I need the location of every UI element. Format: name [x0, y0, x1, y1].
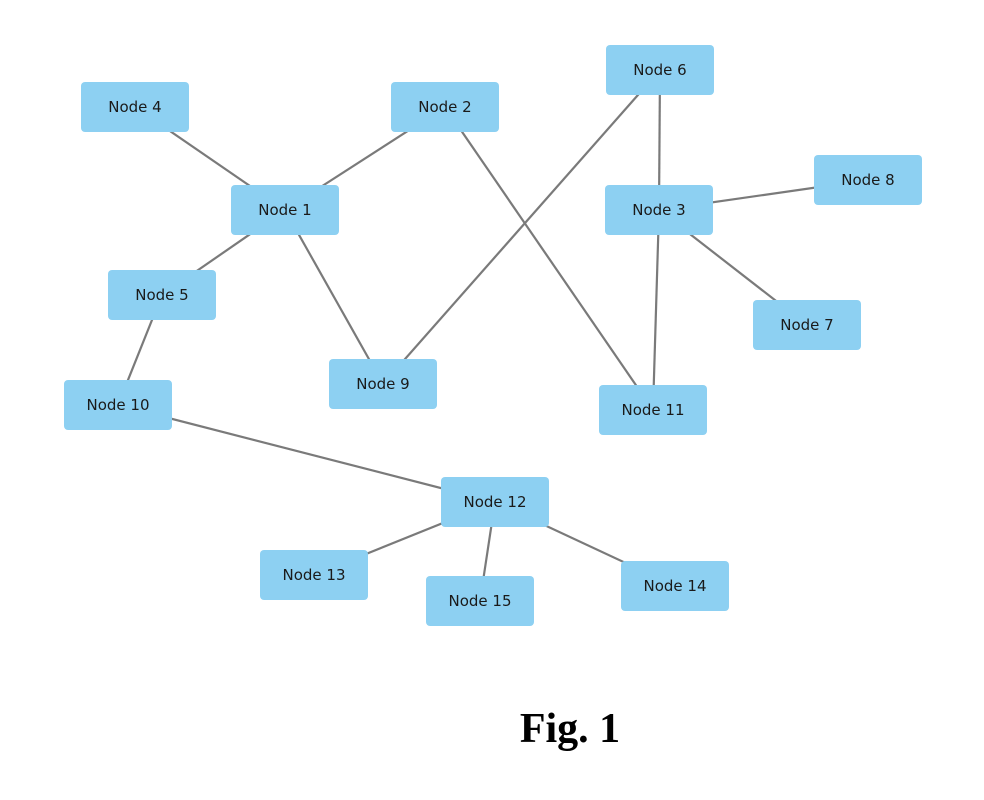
figure-caption: Fig. 1 [519, 706, 621, 752]
node-2: Node 2 [391, 82, 499, 132]
node-7: Node 7 [753, 300, 861, 350]
edge-n10-n12 [117, 403, 496, 504]
node-label: Node 14 [643, 577, 706, 595]
edge-n2-n11 [444, 106, 654, 411]
node-11: Node 11 [599, 385, 707, 435]
node-label: Node 7 [780, 316, 833, 334]
node-label: Node 12 [463, 493, 526, 511]
node-label: Node 8 [841, 171, 894, 189]
node-13: Node 13 [260, 550, 368, 600]
edge-n3-n11 [651, 209, 661, 411]
node-label: Node 15 [448, 592, 511, 610]
node-14: Node 14 [621, 561, 729, 611]
node-box [426, 576, 534, 626]
node-3: Node 3 [605, 185, 713, 235]
node-8: Node 8 [814, 155, 922, 205]
node-box [606, 45, 714, 95]
edge-n6-n9 [382, 69, 661, 385]
node-label: Node 5 [135, 286, 188, 304]
node-label: Node 4 [108, 98, 161, 116]
node-label: Node 3 [632, 201, 685, 219]
node-4: Node 4 [81, 82, 189, 132]
node-box [231, 185, 339, 235]
node-label: Node 2 [418, 98, 471, 116]
node-label: Node 13 [282, 566, 345, 584]
node-label: Node 9 [356, 375, 409, 393]
node-1: Node 1 [231, 185, 339, 235]
node-box [621, 561, 729, 611]
node-6: Node 6 [606, 45, 714, 95]
node-label: Node 6 [633, 61, 686, 79]
node-label: Node 1 [258, 201, 311, 219]
node-box [329, 359, 437, 409]
node-box [441, 477, 549, 527]
node-box [605, 185, 713, 235]
node-box [260, 550, 368, 600]
edge-n1-n9 [284, 209, 384, 385]
node-layer: Node 1 Node 2 Node 3 Node 4 Node 5 Node 6 Node… [64, 45, 922, 626]
node-5: Node 5 [108, 270, 216, 320]
node-box [64, 380, 172, 430]
node-label: Node 10 [86, 396, 149, 414]
node-10: Node 10 [64, 380, 172, 430]
node-box [599, 385, 707, 435]
node-box [753, 300, 861, 350]
node-9: Node 9 [329, 359, 437, 409]
node-label: Node 11 [621, 401, 684, 419]
node-15: Node 15 [426, 576, 534, 626]
node-12: Node 12 [441, 477, 549, 527]
node-box [814, 155, 922, 205]
node-box [81, 82, 189, 132]
node-box [108, 270, 216, 320]
node-box [391, 82, 499, 132]
